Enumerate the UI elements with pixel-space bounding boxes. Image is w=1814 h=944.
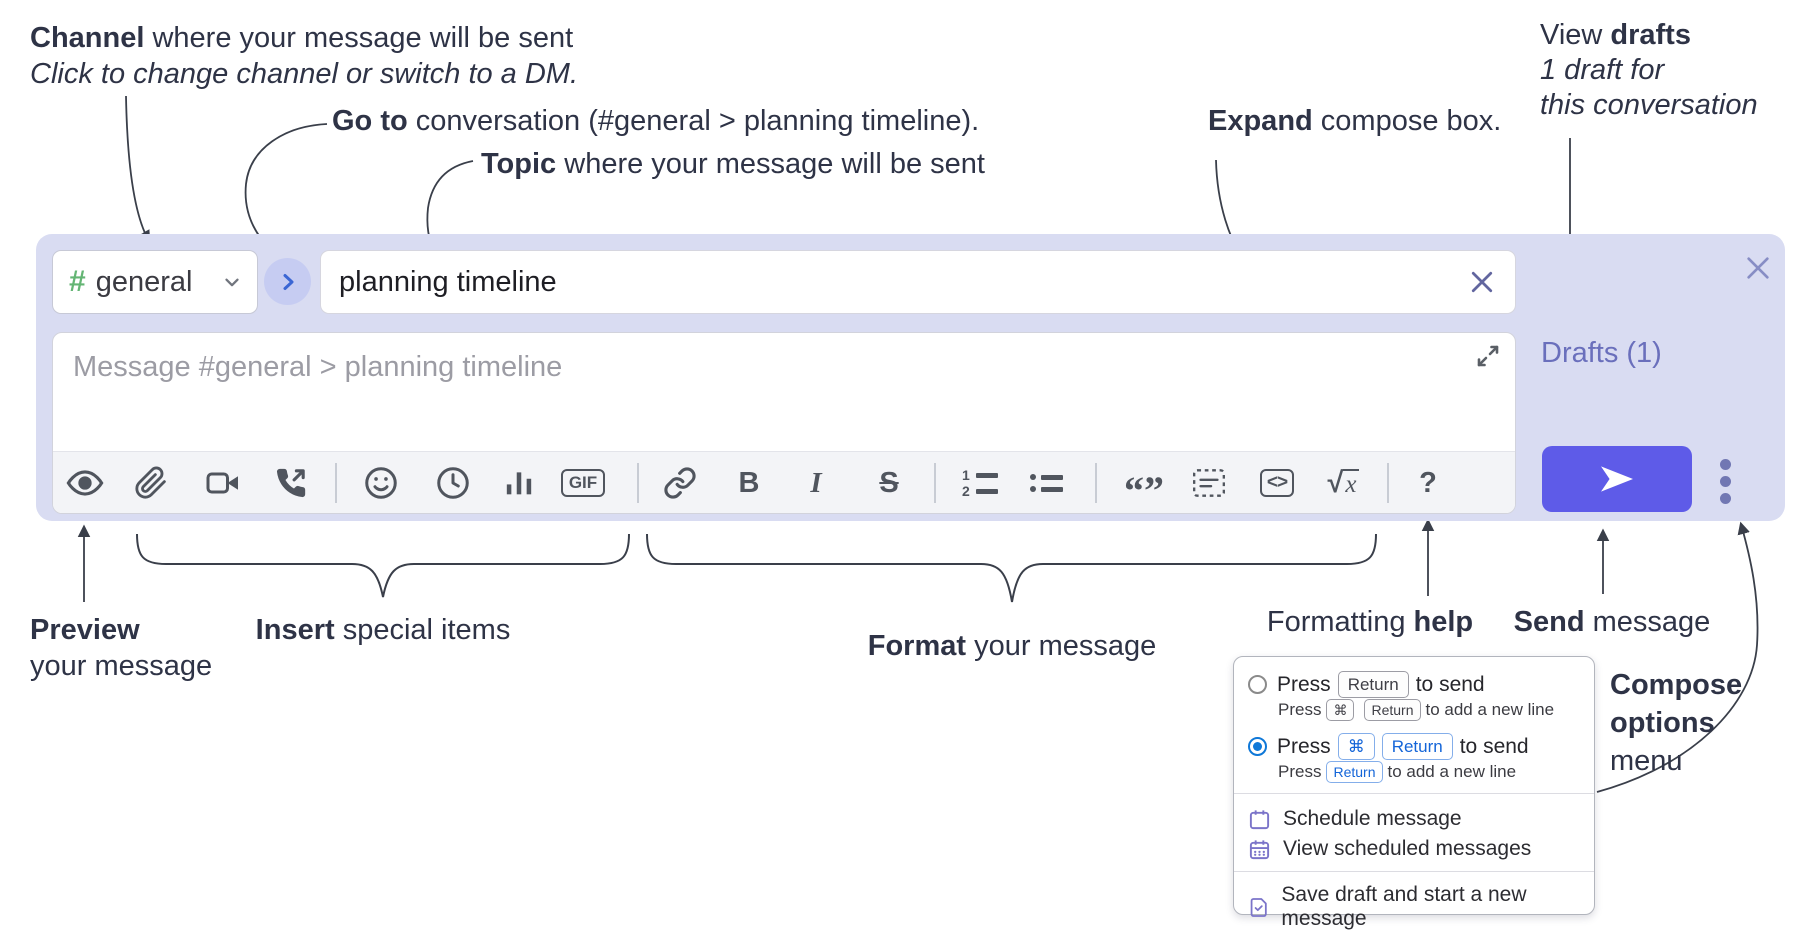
clear-topic-icon[interactable] <box>1467 267 1497 297</box>
calendar-dots-icon <box>1249 839 1270 859</box>
preview-button[interactable] <box>62 459 108 507</box>
format-annotation: Format your message <box>867 630 1157 662</box>
toolbar-divider <box>637 463 639 503</box>
preview-annotation: Preview your message <box>30 614 213 682</box>
eye-icon <box>66 470 104 496</box>
smiley-icon <box>365 467 397 499</box>
quote-button[interactable]: “” <box>1121 459 1167 513</box>
insert-brace <box>136 533 630 598</box>
code-button[interactable]: <> <box>1254 459 1300 507</box>
paper-plane-icon <box>1601 466 1633 492</box>
menu-divider <box>1234 871 1594 872</box>
menu-item-save-draft[interactable]: Save draft and start a new message <box>1248 883 1594 931</box>
quote-icon: “” <box>1124 468 1164 513</box>
code-icon: <> <box>1259 469 1295 497</box>
emoji-button[interactable] <box>358 459 404 507</box>
chevron-right-icon <box>283 273 293 290</box>
calendar-icon <box>1249 809 1270 829</box>
toolbar-divider <box>934 463 936 503</box>
topic-input[interactable]: planning timeline <box>320 250 1516 314</box>
format-brace <box>646 533 1377 603</box>
link-icon <box>664 467 696 499</box>
toolbar-divider <box>335 463 337 503</box>
voice-call-button[interactable] <box>268 459 314 507</box>
note-check-icon <box>1250 897 1267 917</box>
expand-annotation: Expand compose box. <box>1208 105 1502 137</box>
go-to-conversation-button[interactable] <box>264 258 311 305</box>
bar-chart-icon <box>506 472 532 495</box>
video-camera-icon <box>206 472 238 494</box>
radio-selected-icon[interactable] <box>1248 737 1267 756</box>
close-compose-button[interactable] <box>1742 252 1774 289</box>
link-button[interactable] <box>657 459 703 507</box>
channel-selector[interactable]: # general <box>52 250 258 314</box>
compose-options-button[interactable] <box>1720 459 1731 504</box>
math-button[interactable]: √x <box>1320 459 1366 507</box>
math-icon: √x <box>1327 466 1359 499</box>
phone-outgoing-icon <box>276 468 306 498</box>
message-formatting-help-button[interactable]: ? <box>1405 459 1451 507</box>
bold-icon: B <box>738 466 760 499</box>
topic-annotation: Topic where your message will be sent <box>481 148 985 180</box>
attach-file-button[interactable] <box>128 459 174 507</box>
menu-item-schedule-message[interactable]: Schedule message <box>1248 807 1462 831</box>
message-placeholder: Message #general > planning timeline <box>73 351 563 383</box>
strikethrough-button[interactable]: S <box>866 459 912 507</box>
add-gif-button[interactable]: GIF <box>560 459 606 507</box>
send-annotation: Send message <box>1513 606 1711 638</box>
question-mark-icon: ? <box>1419 466 1437 499</box>
expand-icon <box>1477 345 1499 367</box>
italic-button[interactable]: I <box>793 459 839 507</box>
spoiler-button[interactable] <box>1186 459 1232 507</box>
toolbar-divider <box>1095 463 1097 503</box>
numbered-list-icon: 1 2 <box>962 468 998 498</box>
italic-icon: I <box>810 466 822 499</box>
radio-unselected-icon[interactable] <box>1248 675 1267 694</box>
drafts-link[interactable]: Drafts (1) <box>1541 337 1662 369</box>
compose-toolbar <box>53 451 1515 513</box>
formatting-help-annotation: Formatting help <box>1266 606 1474 638</box>
bold-button[interactable]: B <box>726 459 772 507</box>
bulleted-list-button[interactable] <box>1023 459 1069 507</box>
numbered-list-button[interactable]: 1 2 <box>957 459 1003 507</box>
gif-icon: GIF <box>560 469 606 497</box>
view-drafts-annotation: View drafts 1 draft for this conversatio… <box>1540 19 1758 121</box>
bulleted-list-icon <box>1029 474 1063 492</box>
add-poll-button[interactable] <box>496 459 542 507</box>
close-icon <box>1747 257 1769 279</box>
compose-options-annotation: Compose options menu <box>1610 669 1743 777</box>
vertical-dots-icon <box>1720 459 1731 470</box>
paperclip-icon <box>135 466 166 499</box>
channel-name: general <box>95 265 193 298</box>
menu-item-view-scheduled[interactable]: View scheduled messages <box>1248 837 1531 861</box>
channel-annotation: Channel where your message will be sent … <box>30 22 579 90</box>
chevron-down-icon <box>225 278 239 287</box>
spoiler-icon <box>1193 469 1225 497</box>
goto-pointer-line <box>244 123 328 249</box>
channel-hash-icon: # <box>69 265 86 298</box>
send-button[interactable] <box>1542 446 1692 512</box>
strikethrough-icon: S <box>879 466 899 499</box>
schedule-reminder-button[interactable] <box>430 459 476 507</box>
goto-annotation: Go to conversation (#general > planning … <box>332 105 980 137</box>
expand-compose-button[interactable] <box>1475 343 1501 374</box>
toolbar-divider <box>1387 463 1389 503</box>
topic-value: planning timeline <box>339 265 557 298</box>
clock-icon <box>437 467 469 499</box>
insert-annotation: Insert special items <box>255 614 511 646</box>
message-input[interactable]: Message #general > planning timeline <box>52 332 1516 514</box>
channel-pointer-line <box>125 95 151 244</box>
menu-divider <box>1234 793 1594 794</box>
video-call-button[interactable] <box>200 459 246 507</box>
